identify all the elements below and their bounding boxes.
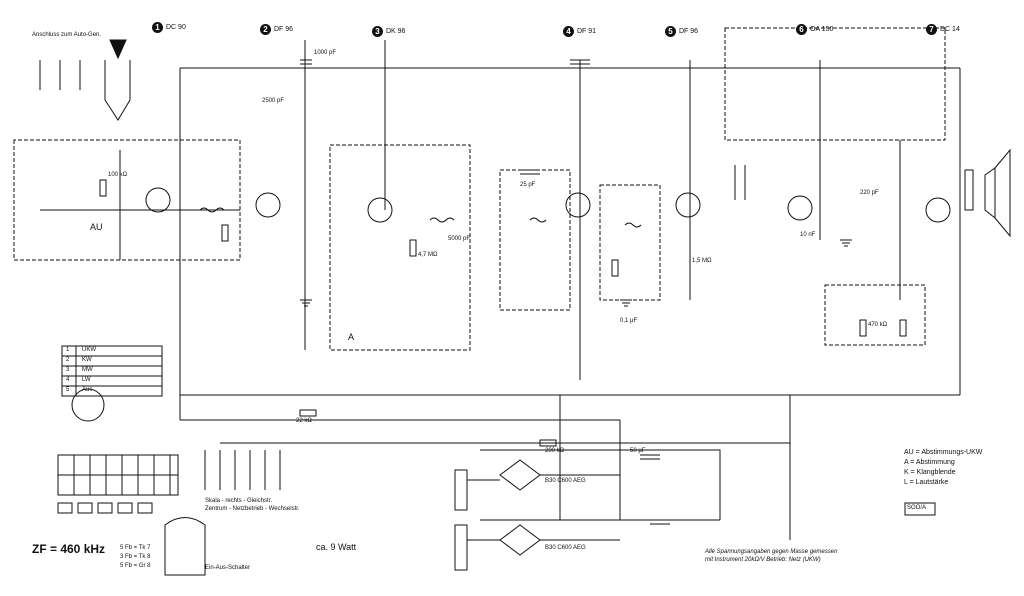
bridge-rectifier-1 [499,459,541,491]
component-value: 100 kΩ [108,172,128,178]
stage-5-marker: 5 DF 96 [665,26,698,37]
stage-1-number: 1 [152,22,163,33]
stage-6-marker: 6 OA 150 [796,24,833,35]
au-block-label: AU [90,222,103,232]
stage-7-number: 7 [926,24,937,35]
stage-7-marker: 7 DC 14 [926,24,960,35]
tube-2 [255,192,281,218]
stage-1-marker: 1 DC 90 [152,22,186,33]
component-value: 22 kΩ [296,418,312,424]
switch-caption-1: Skala - rechts - Gleichstr. [205,498,273,504]
measurement-note-1: Alle Spannungsangaben gegen Masse gemess… [705,549,838,555]
tube-6 [787,195,813,221]
speaker-icon [984,148,1011,238]
component-value: 25 pF [520,182,536,188]
band-pos: 2 [66,357,70,363]
stage-6-number: 6 [796,24,807,35]
component-value: 2500 pF [262,98,285,104]
component-value: 5000 pF [448,236,471,242]
part-number-frame [904,502,936,516]
rectifier-label-1: B30 C600 AEG [545,478,586,484]
tube-4 [565,192,591,218]
stage-5-tube: DF 96 [679,28,699,35]
tube-3 [367,197,393,223]
stage-6-tube: OA 150 [810,26,834,33]
band-pos: 1 [66,347,70,353]
measurement-note-2: mit Instrument 20kΩ/V Betrieb: Netz (UKW… [705,557,821,563]
band-name: UKW [82,347,96,353]
band-pos: 5 [66,387,70,393]
legend-line: K = Klangblende [904,469,956,476]
power-switch-caption: Ein-Aus-Schalter [205,565,251,571]
stage-3-marker: 3 DK 96 [372,26,405,37]
transformer-1 [454,469,468,511]
legend-line: L = Lautstärke [904,479,949,486]
tube-7 [925,197,951,223]
stage-7-tube: DC 14 [940,26,960,33]
part-number-label: SOO/A [907,505,927,511]
component-value: 0,1 μF [620,318,638,324]
band-pos: 4 [66,377,70,383]
stage-4-number: 4 [563,26,574,37]
transformer-2 [454,524,468,571]
component-value: 4,7 MΩ [418,252,438,258]
component-value: 1000 pF [314,50,337,56]
component-value: 220 pF [860,190,879,196]
bridge-rectifier-2 [499,524,541,556]
antenna-caption: Anschluss zum Auto-Gen. [32,32,102,38]
stage-2-marker: 2 DF 96 [260,24,293,35]
band-name: MW [82,367,93,373]
switch-position-1: 5 Fb = Tk 7 [120,545,151,551]
band-name: Aus [82,387,93,393]
switch-position-2: 3 Fb = Tk 8 [120,554,151,560]
point-a-label: A [348,332,355,342]
band-table-frame [61,345,163,397]
power-switch-icon [164,517,206,576]
legend-line: A = Abstimmung [904,459,955,466]
stage-5-number: 5 [665,26,676,37]
if-frequency-label: ZF = 460 kHz [32,542,106,556]
component-value: 50 μF [630,448,646,454]
stage-2-tube: DF 96 [274,26,294,33]
band-name: KW [82,357,92,363]
stage-1-tube: DC 90 [166,24,186,31]
switch-caption-2: Zentrum - Netzbetrieb - Wechselstr. [205,506,300,512]
stage-3-number: 3 [372,26,383,37]
band-switch-grid [57,454,179,514]
tube-5 [675,192,701,218]
antenna-ground-arrow [109,39,127,60]
component-value: 200 kΩ [545,448,565,454]
stage-4-marker: 4 DF 91 [563,26,596,37]
power-rating-label: ca. 9 Watt [316,542,357,552]
switch-position-3: 5 Fb = Gr 8 [120,563,151,569]
rectifier-label-2: B30 C600 AEG [545,545,586,551]
legend-line: AU = Abstimmungs-UKW [904,449,983,456]
stage-3-tube: DK 96 [386,28,406,35]
band-name: LW [82,377,91,383]
band-pos: 3 [66,367,70,373]
component-value: 1,5 MΩ [692,258,712,264]
stage-4-tube: DF 91 [577,28,597,35]
tube-socket-icon [71,388,105,422]
component-value: 10 nF [800,232,816,238]
tube-1 [145,187,171,213]
stage-2-number: 2 [260,24,271,35]
component-value: 470 kΩ [868,322,888,328]
